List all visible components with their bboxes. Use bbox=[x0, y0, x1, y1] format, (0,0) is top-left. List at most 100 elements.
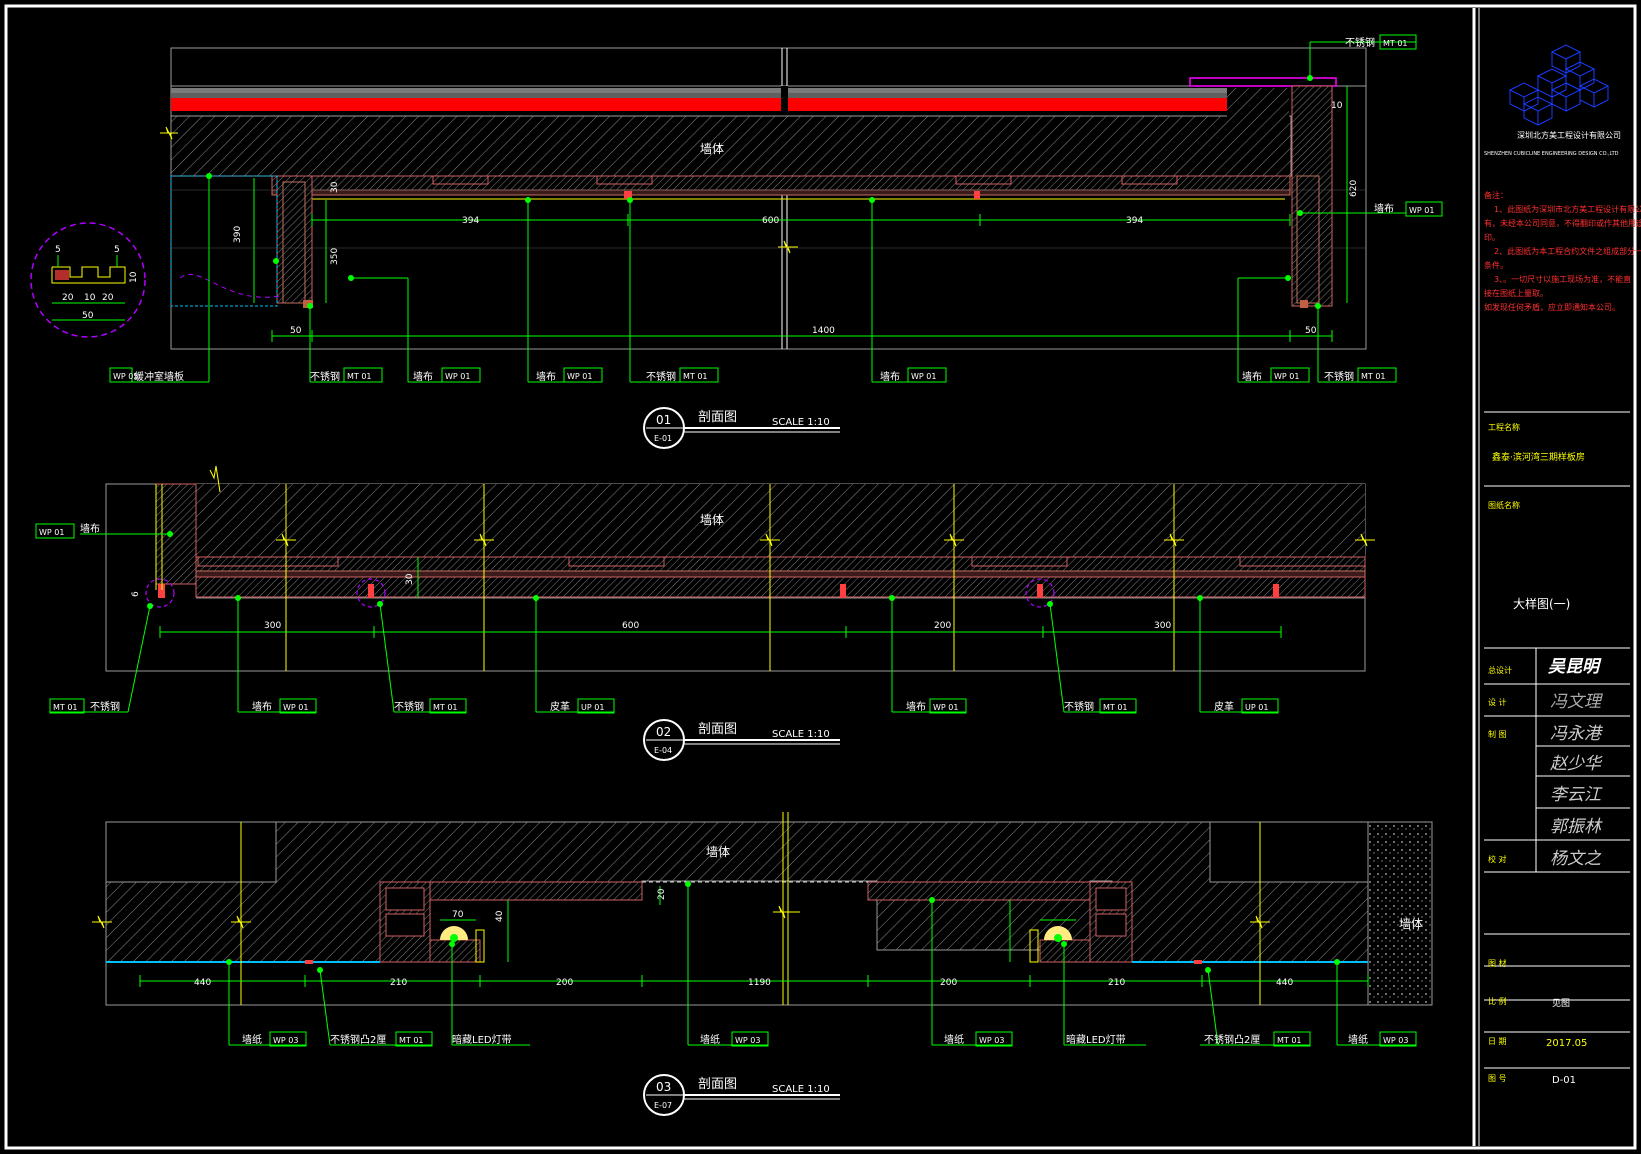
role-designer: 设 计 bbox=[1488, 697, 1507, 707]
s3-c2-text: 不锈钢凸2厘 bbox=[330, 1033, 386, 1046]
s3-wall-label: 墙体 bbox=[706, 845, 730, 859]
drawing-name: 大样图(一) bbox=[1513, 596, 1570, 611]
company-name-en: SHENZHEN CUBICLINE ENGINEERING DESIGN CO… bbox=[1484, 151, 1619, 157]
s2-c6-text: 不锈钢 bbox=[1064, 700, 1094, 713]
s1-section-ref: E-01 bbox=[654, 434, 672, 443]
signature-7: 杨文之 bbox=[1550, 849, 1602, 869]
s2-dim-30: 30 bbox=[405, 573, 415, 585]
date-label: 日 期 bbox=[1488, 1037, 1507, 1046]
s1-dim-10: 10 bbox=[1331, 101, 1343, 111]
s1-detail-dim-20b: 20 bbox=[102, 293, 114, 303]
note-line-6: 3、。一切尺寸以施工现场为准，不能直 bbox=[1494, 274, 1631, 284]
company-logo bbox=[1508, 44, 1610, 126]
note-line-5: 条件。 bbox=[1484, 260, 1508, 270]
s3-c4-text: 墙纸 bbox=[700, 1033, 720, 1046]
s2-section-scale: SCALE 1:10 bbox=[772, 729, 830, 740]
s1-c5-text: 不锈钢 bbox=[646, 370, 676, 383]
s3-wall-right-label: 墙体 bbox=[1399, 917, 1423, 931]
s1-section-scale: SCALE 1:10 bbox=[772, 417, 830, 428]
s1-right-wp-code: WP 01 bbox=[1409, 206, 1434, 215]
s1-dim-50-left: 50 bbox=[290, 326, 302, 336]
s2-section-number: 02 bbox=[656, 725, 671, 739]
s2-section-ref: E-04 bbox=[654, 746, 672, 755]
s1-dim-600: 600 bbox=[762, 216, 779, 226]
s3-section-scale: SCALE 1:10 bbox=[772, 1084, 830, 1095]
signature-1: 吴昆明 bbox=[1548, 657, 1602, 677]
role-drafter: 制 图 bbox=[1488, 729, 1507, 739]
s3-c6-text: 暗藏LED灯带 bbox=[1066, 1033, 1126, 1046]
s1-detail-dim-20a: 20 bbox=[62, 293, 74, 303]
scale-label: 比 例 bbox=[1488, 996, 1507, 1006]
s3-section-title: 03 E-07 剖面图 SCALE 1:10 bbox=[643, 1074, 840, 1116]
s2-c2-text: 墙布 bbox=[252, 700, 272, 713]
s3-dim-70: 70 bbox=[452, 910, 464, 920]
note-line-1: 1、此图纸为深圳市北方美工程设计有限公司 bbox=[1494, 204, 1641, 214]
note-line-8: 如发现任何矛盾，应立即通知本公司。 bbox=[1484, 302, 1620, 312]
s1-dim-394-left: 394 bbox=[462, 216, 479, 226]
notes-block: 备注： 1、此图纸为深圳市北方美工程设计有限公司 有，未经本公司同意，不得翻印或… bbox=[1484, 190, 1641, 312]
s1-detail-bubble: 20 10 20 50 5 5 10 bbox=[30, 222, 281, 338]
date-value: 2017.05 bbox=[1546, 1038, 1587, 1049]
number-label: 图 号 bbox=[1488, 1074, 1507, 1083]
s3-c8-code: WP 03 bbox=[1383, 1036, 1408, 1045]
s1-c2-text: 不锈钢 bbox=[310, 370, 340, 383]
s3-section-title-text: 剖面图 bbox=[698, 1077, 737, 1092]
s1-top-ss-code: MT 01 bbox=[1383, 39, 1408, 48]
s1-section-title-text: 剖面图 bbox=[698, 410, 737, 425]
s1-c4-code: WP 01 bbox=[567, 372, 592, 381]
s2-c3-text: 不锈钢 bbox=[394, 700, 424, 713]
s1-c7-code: WP 01 bbox=[1274, 372, 1299, 381]
s3-c2-code: MT 01 bbox=[399, 1036, 424, 1045]
s1-dim-1400: 1400 bbox=[812, 326, 835, 336]
s3-dim-200a: 200 bbox=[556, 978, 573, 988]
s2-dim-6: 6 bbox=[131, 591, 141, 597]
s2-dim-300b: 300 bbox=[1154, 621, 1171, 631]
s1-wall-label: 墙体 bbox=[700, 142, 724, 156]
s2-dim-200: 200 bbox=[934, 621, 951, 631]
s3-c3-text: 暗藏LED灯带 bbox=[452, 1033, 512, 1046]
s1-c7-text: 墙布 bbox=[1242, 370, 1262, 383]
s1-detail-dim-50: 50 bbox=[82, 311, 94, 321]
s1-dim-50-right: 50 bbox=[1305, 326, 1317, 336]
s2-c2-code: WP 01 bbox=[283, 703, 308, 712]
s1-c2-code: MT 01 bbox=[347, 372, 372, 381]
project-name: 鑫泰·滨河湾三期样板房 bbox=[1492, 451, 1585, 463]
s1-c6-code: WP 01 bbox=[911, 372, 936, 381]
company-name-cn: 深圳北方美工程设计有限公司 bbox=[1517, 130, 1621, 140]
role-chief: 总设计 bbox=[1488, 665, 1512, 675]
s3-c8-text: 墙纸 bbox=[1348, 1033, 1368, 1046]
s3-c5-code: WP 03 bbox=[979, 1036, 1004, 1045]
s2-left-text: 墙布 bbox=[80, 522, 100, 535]
s2-c7-code: UP 01 bbox=[1245, 703, 1268, 712]
s1-right-wp-label: 墙布 bbox=[1374, 202, 1394, 215]
note-line-7: 接在图纸上量取。 bbox=[1484, 288, 1548, 298]
signature-4: 赵少华 bbox=[1550, 754, 1603, 774]
note-line-4: 2、此图纸为本工程合约文件之组成部分一起 bbox=[1494, 246, 1641, 256]
s1-c1-code: WP 05 bbox=[113, 372, 138, 381]
signature-2: 冯文理 bbox=[1550, 692, 1603, 712]
s1-dim-620: 620 bbox=[1349, 180, 1359, 197]
s3-c7-text: 不锈钢凸2厘 bbox=[1204, 1033, 1260, 1046]
s3-dim-40: 40 bbox=[495, 910, 505, 922]
s3-section-ref: E-07 bbox=[654, 1101, 672, 1110]
s3-dim-440a: 440 bbox=[194, 978, 211, 988]
s2-c7-text: 皮革 bbox=[1214, 700, 1234, 713]
s2-left-code: WP 01 bbox=[39, 528, 64, 537]
s1-dim-30: 30 bbox=[330, 181, 340, 193]
s2-section-title-text: 剖面图 bbox=[698, 722, 737, 737]
s2-c6-code: MT 01 bbox=[1103, 703, 1128, 712]
s2-c4-text: 皮革 bbox=[550, 700, 570, 713]
project-label: 工程名称 bbox=[1488, 422, 1520, 432]
s2-dim-600: 600 bbox=[622, 621, 639, 631]
s2-wall-label: 墙体 bbox=[700, 513, 724, 527]
s1-c3-text: 墙布 bbox=[413, 370, 433, 383]
scale-value: 见图 bbox=[1552, 998, 1570, 1009]
s3-dim-1190: 1190 bbox=[748, 978, 771, 988]
number-value: D-01 bbox=[1552, 1075, 1576, 1086]
s2-c5-code: WP 01 bbox=[933, 703, 958, 712]
role-checker: 校 对 bbox=[1488, 854, 1507, 864]
s1-c8-text: 不锈钢 bbox=[1324, 370, 1354, 383]
s3-dim-440b: 440 bbox=[1276, 978, 1293, 988]
s2-section-title: 02 E-04 剖面图 SCALE 1:10 bbox=[643, 719, 840, 761]
